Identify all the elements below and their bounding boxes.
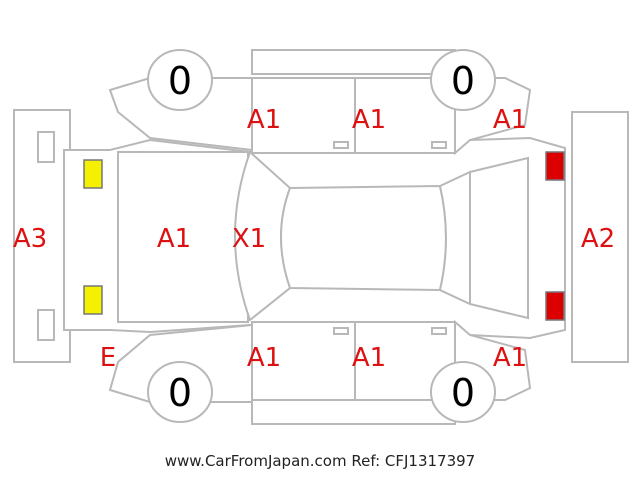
- roof-outline: [280, 184, 447, 292]
- code-hood: A1: [157, 224, 191, 254]
- rear-bumper: [571, 111, 629, 363]
- bottom-side-step: [251, 399, 456, 425]
- tire-bottom-front-value: 0: [168, 371, 192, 415]
- tire-top-rear-value: 0: [451, 59, 475, 103]
- tire-top-front: 0: [147, 49, 213, 111]
- car-diagram-svg: 0 0 0 0 A1 A1 A1 A1 X1 A3 A2 E A1 A1 A1: [13, 49, 629, 425]
- front-bumper-slot-top: [37, 131, 55, 163]
- hood-panel: [117, 151, 249, 323]
- rear-lamp-bottom: [545, 291, 565, 321]
- code-front-left-door: A1: [247, 105, 281, 135]
- bottom-rear-handle: [431, 327, 447, 335]
- tire-top-front-outline: [147, 49, 213, 111]
- tire-bottom-rear: 0: [430, 361, 496, 423]
- tire-top-rear-outline: [430, 49, 496, 111]
- tire-top-rear: 0: [430, 49, 496, 111]
- rear-lamp-top: [545, 151, 565, 181]
- tire-top-front-value: 0: [168, 59, 192, 103]
- tire-bottom-rear-value: 0: [451, 371, 475, 415]
- tire-bottom-front: 0: [147, 361, 213, 423]
- code-rear-left-door: A1: [352, 105, 386, 135]
- front-lamp-top: [83, 159, 103, 189]
- code-front-bumper: A3: [13, 224, 47, 254]
- bottom-front-handle: [333, 327, 349, 335]
- reference-footer: www.CarFromJapan.com Ref: CFJ1317397: [164, 452, 476, 470]
- top-rear-handle: [431, 141, 447, 149]
- top-side-step: [251, 49, 456, 75]
- code-rear-right-quarter: A1: [493, 343, 527, 373]
- tire-bottom-rear-outline: [430, 361, 496, 423]
- tire-bottom-front-outline: [147, 361, 213, 423]
- code-windshield: X1: [232, 224, 266, 254]
- code-front-right-corner: E: [100, 343, 116, 373]
- code-rear-left-quarter: A1: [493, 105, 527, 135]
- rear-window-outline: [438, 156, 529, 320]
- top-front-handle: [333, 141, 349, 149]
- code-rear-bumper: A2: [581, 224, 615, 254]
- front-bumper-slot-bottom: [37, 309, 55, 341]
- top-front-door: [251, 77, 356, 154]
- code-rear-right-door: A1: [352, 343, 386, 373]
- front-lamp-bottom: [83, 285, 103, 315]
- code-front-right-door: A1: [247, 343, 281, 373]
